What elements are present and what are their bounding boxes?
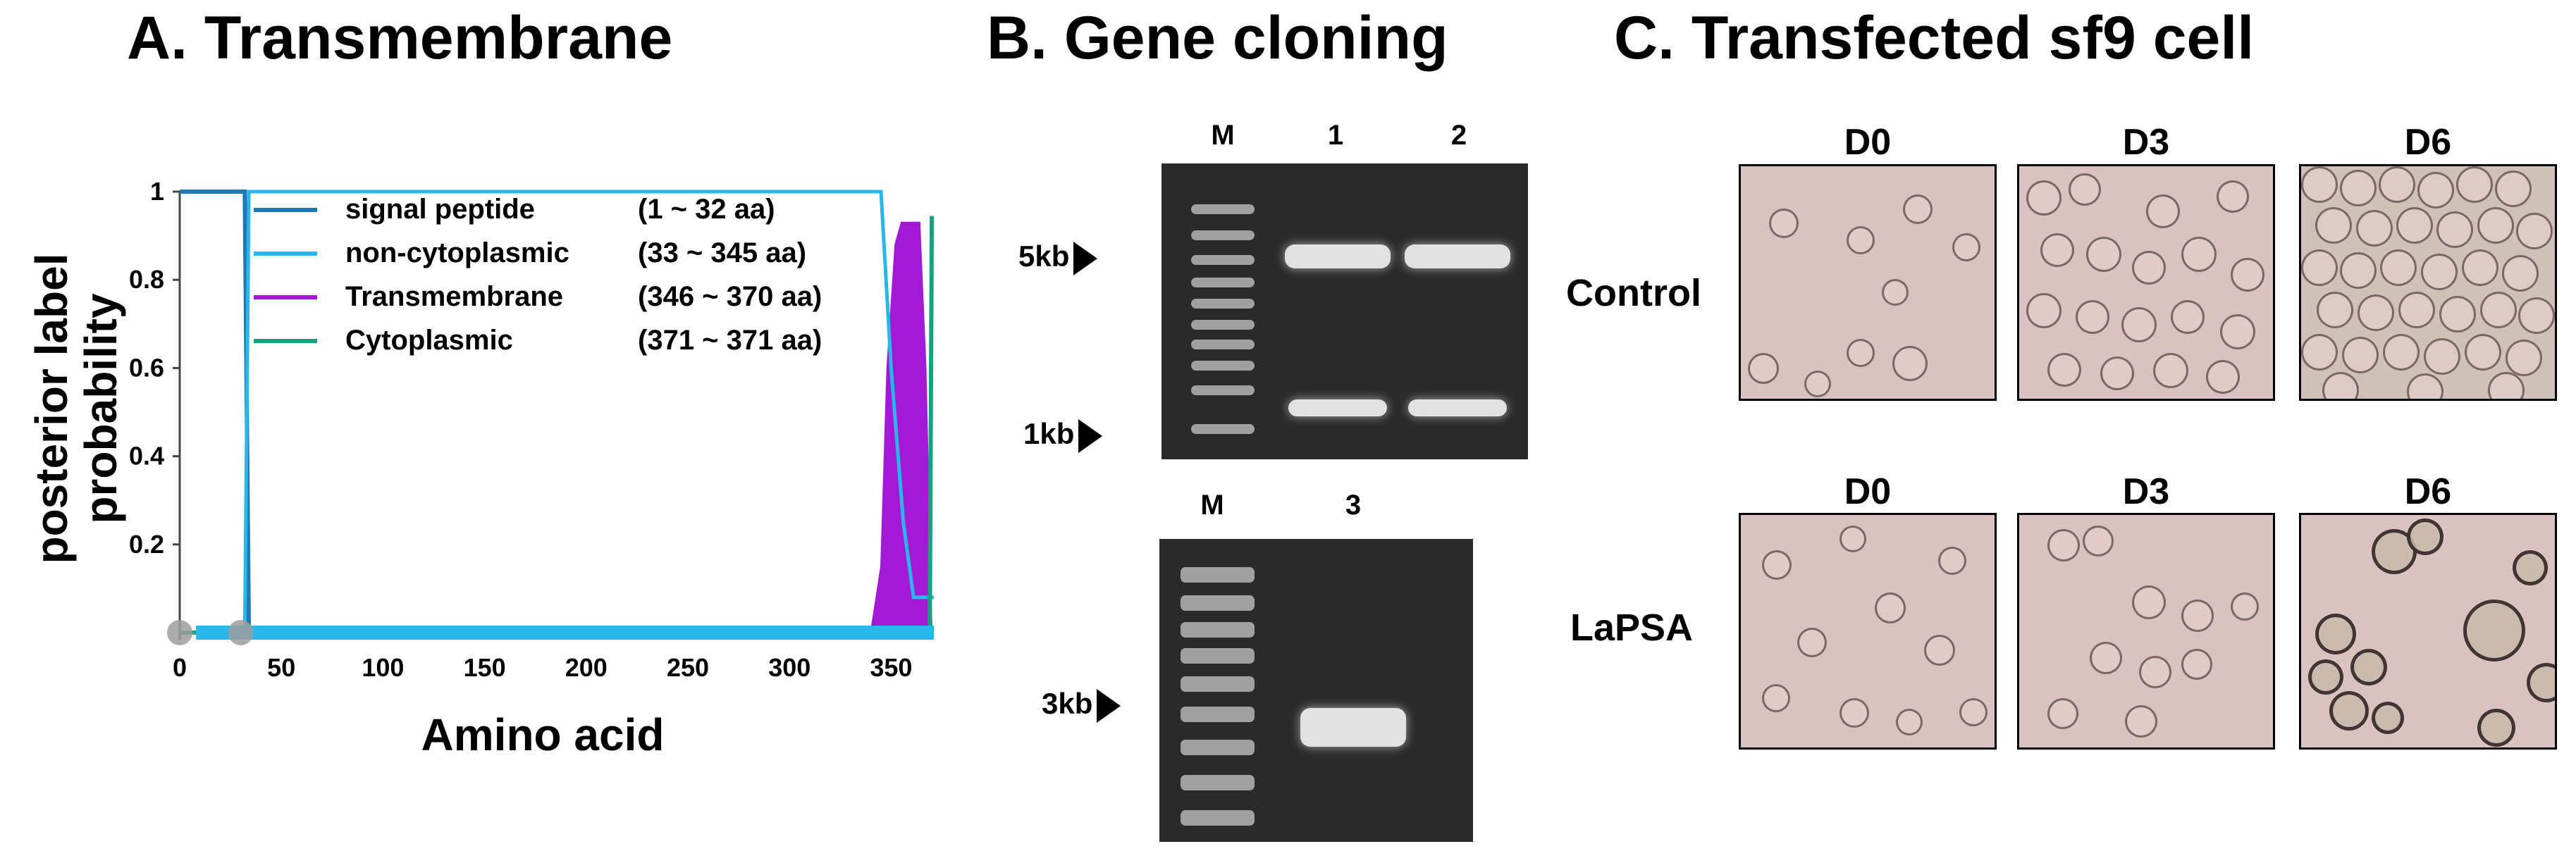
- legend-entry-name: Cytoplasmic: [345, 325, 513, 356]
- y-tick-label: 0.8: [129, 265, 164, 294]
- baseline-marker: [228, 620, 254, 645]
- gel-bottom-lane-m: M: [1200, 490, 1224, 521]
- panel-c-title: C. Transfected sf9 cell: [1614, 4, 2255, 72]
- y-tick-label: 1: [150, 177, 164, 206]
- legend-entry-range: (33 ~ 345 aa): [638, 237, 806, 268]
- series-non-cytoplasmic-line: [180, 190, 934, 635]
- y-tick-label: 0.4: [129, 442, 164, 471]
- arrow-right-icon: [1073, 241, 1098, 275]
- series-cytoplasmic-line: [180, 216, 935, 635]
- row-label-control: Control: [1566, 272, 1701, 314]
- gel-top-marker-1kb: 1kb: [1023, 417, 1103, 453]
- micrograph-control-d6: [2299, 164, 2557, 401]
- y-axis-label-line: probability: [75, 293, 126, 524]
- y-tick-label: 0.6: [129, 353, 164, 382]
- gel-image-bottom: [1159, 539, 1473, 842]
- lapsa-day-6-label: D6: [2404, 471, 2452, 512]
- arrow-right-icon: [1078, 418, 1103, 453]
- lapsa-day-3-label: D3: [2122, 471, 2170, 512]
- legend-entry-name: non-cytoplasmic: [345, 237, 569, 268]
- gel-top-lane-2: 2: [1450, 120, 1467, 151]
- x-tick-label: 150: [464, 653, 506, 682]
- transmembrane-chart: 0.2 0.4 0.6 0.8 1 0 50 100 150 200 250 300 350 signal…: [26, 177, 935, 760]
- row-label-lapsa: LaPSA: [1570, 607, 1694, 649]
- gel-bottom-lane-3: 3: [1345, 490, 1362, 521]
- micrograph-lapsa-d6: [2299, 513, 2557, 750]
- x-tick-label: 250: [667, 653, 709, 682]
- x-tick-label: 100: [362, 653, 404, 682]
- gel-image-top: [1161, 163, 1528, 459]
- panel-b-title: B. Gene cloning: [987, 4, 1448, 72]
- x-tick-label: 0: [173, 653, 187, 682]
- y-axis-label-line: posterior label: [26, 254, 77, 564]
- lapsa-day-0-label: D0: [1844, 471, 1892, 512]
- panel-a-title: A. Transmembrane: [127, 4, 673, 72]
- x-axis-label: Amino acid: [421, 709, 665, 760]
- legend-entry-range: (1 ~ 32 aa): [638, 194, 775, 225]
- x-tick-label: 300: [768, 653, 811, 682]
- gel-top-lane-m: M: [1211, 120, 1235, 151]
- legend-entry-range: (371 ~ 371 aa): [638, 325, 822, 356]
- x-tick-label: 50: [267, 653, 295, 682]
- micrograph-control-d0: [1739, 164, 1997, 401]
- micrograph-lapsa-d3: [2017, 513, 2275, 750]
- x-tick-label: 350: [870, 653, 912, 682]
- x-tick-label: 200: [565, 653, 608, 682]
- series-baseline-band: [196, 626, 935, 640]
- y-tick-label: 0.2: [129, 530, 164, 559]
- micrograph-control-d3: [2017, 164, 2275, 401]
- micrograph-lapsa-d0: [1739, 513, 1997, 750]
- gel-top-marker-5kb: 5kb: [1018, 240, 1098, 275]
- gel-top-lane-1: 1: [1327, 120, 1344, 151]
- legend-entry-name: Transmembrane: [345, 281, 563, 312]
- control-day-6-label: D6: [2404, 122, 2452, 163]
- control-day-3-label: D3: [2122, 122, 2170, 163]
- legend-entry-range: (346 ~ 370 aa): [638, 281, 822, 312]
- arrow-right-icon: [1097, 688, 1121, 723]
- control-day-0-label: D0: [1844, 122, 1892, 163]
- legend-entry-name: signal peptide: [345, 194, 535, 225]
- baseline-marker: [167, 620, 192, 645]
- gel-bottom-marker-3kb: 3kb: [1042, 687, 1121, 723]
